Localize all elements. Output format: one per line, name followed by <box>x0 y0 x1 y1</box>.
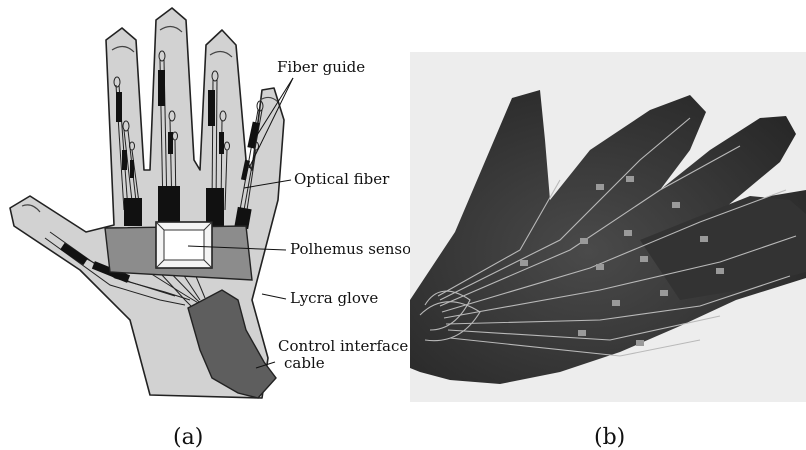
label-optical-fiber: Optical fiber <box>294 170 390 188</box>
panel-b-photo: (b) <box>410 52 806 450</box>
label-lycra-glove: Lycra glove <box>290 289 378 307</box>
panel-a-diagram: Fiber guide Optical fiber Polhemus senso… <box>10 8 419 450</box>
polhemus-sensor-box <box>156 222 212 268</box>
label-fiber-guide: Fiber guide <box>277 58 365 76</box>
caption-b: (b) <box>594 425 625 450</box>
caption-a: (a) <box>173 425 203 450</box>
label-control-interface: Control interface <box>278 337 408 355</box>
label-polhemus-sensor: Polhemus sensor <box>290 240 419 258</box>
label-cable: cable <box>284 354 325 372</box>
